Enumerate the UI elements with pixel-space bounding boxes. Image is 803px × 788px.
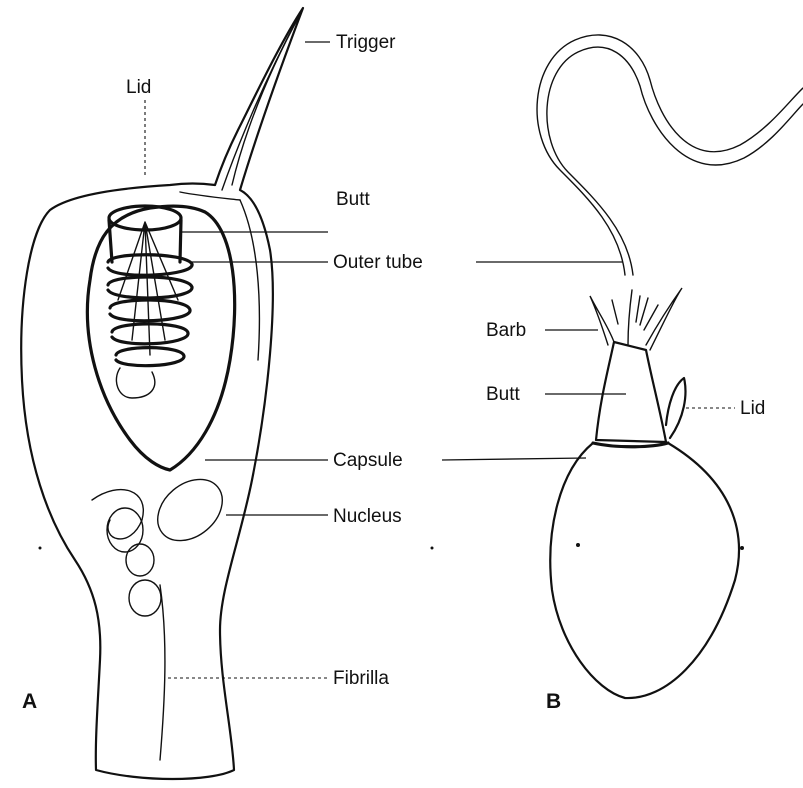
label-trigger: Trigger bbox=[336, 32, 396, 53]
trigger-inner-line bbox=[232, 14, 300, 185]
label-fibrilla: Fibrilla bbox=[333, 668, 389, 689]
butt-b-shape bbox=[596, 342, 666, 442]
label-lid-b: Lid bbox=[740, 398, 765, 419]
label-lid-a: Lid bbox=[126, 77, 151, 98]
cell-inner-line-2 bbox=[180, 192, 240, 200]
discharged-thread-2 bbox=[547, 47, 803, 275]
figure-a-cell bbox=[21, 8, 303, 779]
label-barb: Barb bbox=[486, 320, 526, 341]
figure-b-leaders bbox=[442, 262, 735, 460]
speck bbox=[39, 547, 42, 550]
cell-outline bbox=[21, 8, 303, 779]
lid-b-flap bbox=[666, 378, 685, 438]
label-butt-a: Butt bbox=[336, 189, 371, 210]
fibrilla-coils bbox=[92, 490, 165, 760]
label-outer-tube: Outer tube bbox=[333, 252, 423, 273]
label-butt-b: Butt bbox=[486, 384, 521, 405]
fibrilla-line bbox=[160, 585, 165, 760]
cell-inner-line bbox=[240, 200, 259, 360]
barb-small-1 bbox=[612, 296, 658, 330]
label-nucleus: Nucleus bbox=[333, 506, 402, 527]
capsule-b-outline bbox=[550, 443, 739, 698]
panel-label-a: A bbox=[22, 690, 37, 713]
barb-left bbox=[590, 296, 614, 345]
discharged-thread bbox=[537, 35, 803, 275]
capsule-b-rim bbox=[593, 443, 668, 447]
capsule-b-dot-2 bbox=[740, 546, 744, 550]
trigger-inner-line-2 bbox=[222, 18, 298, 190]
speck-2 bbox=[431, 547, 434, 550]
barb-right bbox=[646, 288, 682, 350]
figure-b-nematocyst bbox=[537, 35, 803, 698]
capsule-b-dot bbox=[576, 543, 580, 547]
nucleus-shape bbox=[146, 467, 235, 553]
label-capsule: Capsule bbox=[333, 450, 403, 471]
figure-a-leaders bbox=[145, 42, 330, 678]
panel-label-b: B bbox=[546, 690, 561, 713]
barb-middle bbox=[628, 290, 632, 345]
